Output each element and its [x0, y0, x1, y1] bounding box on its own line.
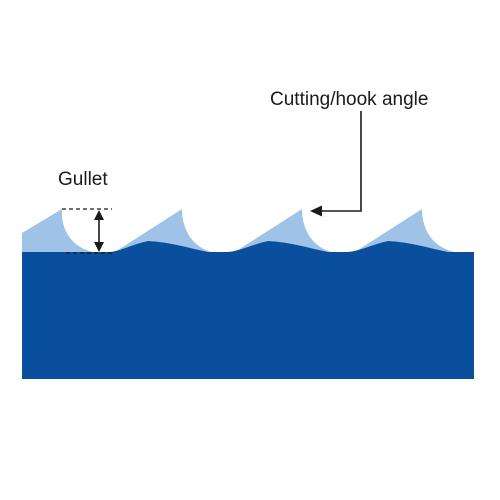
gullet-down-arrowhead: [94, 242, 104, 252]
blade-body: [22, 241, 474, 379]
gullet-up-arrowhead: [94, 210, 104, 220]
hook-angle-label: Cutting/hook angle: [270, 89, 429, 110]
gullet-label: Gullet: [58, 169, 108, 190]
tooth-face-1: [22, 209, 110, 254]
hook-angle-pointer: [310, 111, 362, 217]
hook-angle-arrowhead: [310, 205, 322, 217]
hook-angle-leader-line: [322, 111, 362, 212]
gullet-marker: [62, 208, 112, 254]
